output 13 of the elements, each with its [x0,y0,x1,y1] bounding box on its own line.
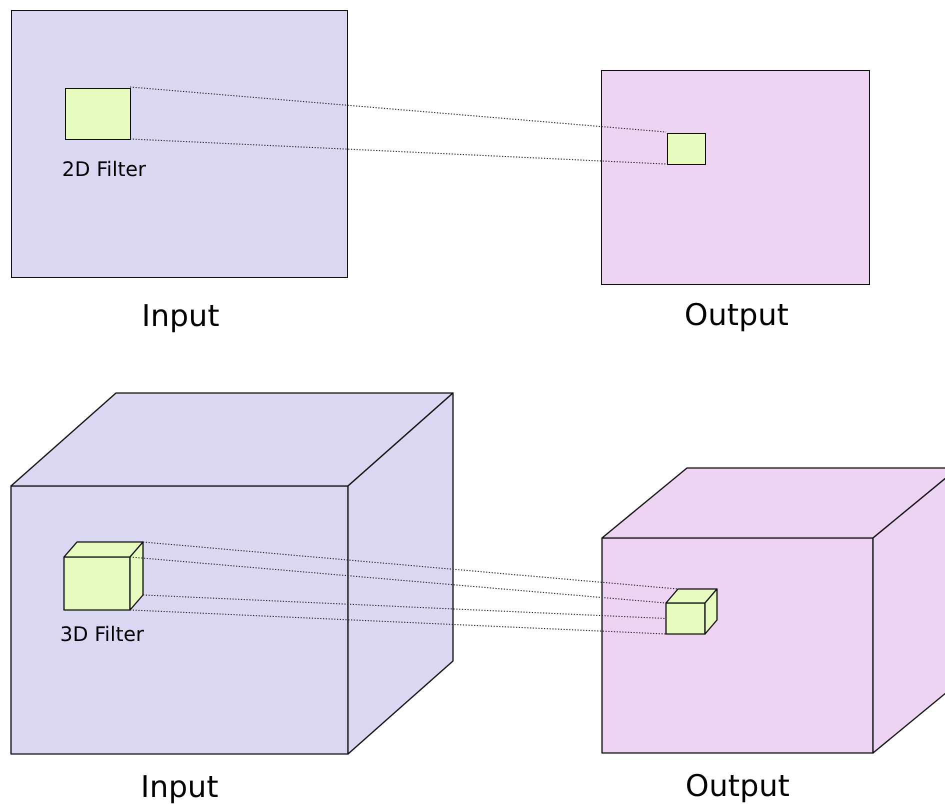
projection-line [130,556,666,604]
projection-line [130,86,666,132]
projection-line [142,542,678,590]
panel-label: Input [140,299,220,334]
filter-label: 3D Filter [60,622,144,646]
output-cell [667,133,706,165]
projection-line [130,610,666,634]
panel-label: Output [683,298,790,333]
panel-label: Input [140,770,220,805]
projection-line [142,594,666,619]
panel-label: Output [684,769,791,804]
projection-line [130,138,666,164]
filter-label: 2D Filter [62,157,146,181]
